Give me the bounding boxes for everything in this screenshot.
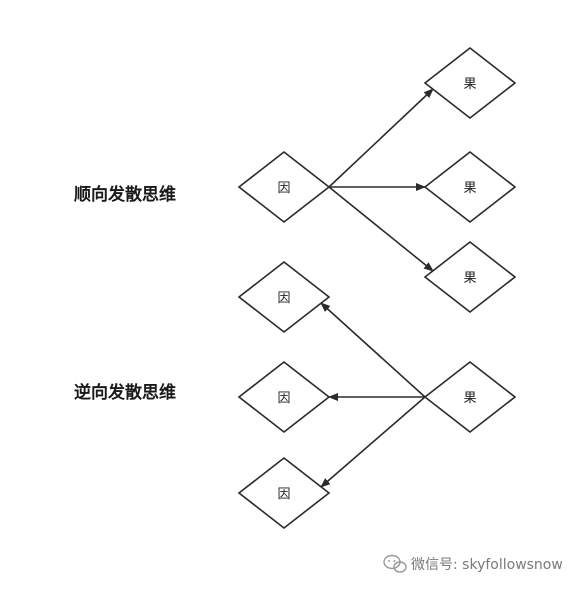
- section-label-forward: 顺向发散思维: [74, 184, 176, 205]
- node-r-effect: 果: [423, 360, 517, 434]
- node-label: 因: [277, 291, 290, 306]
- watermark: 微信号: skyfollowsnow: [383, 554, 563, 573]
- node-label: 因: [277, 391, 290, 406]
- diamond-shape: [423, 240, 517, 314]
- node-f-effect1: 果: [423, 46, 517, 120]
- node-f-effect2: 果: [423, 150, 517, 224]
- arrow-r_effect-to-r_cause1: [320, 302, 426, 398]
- diamond-shape: [423, 150, 517, 224]
- diamond-shape: [237, 360, 331, 434]
- node-f-cause: 因: [237, 150, 331, 224]
- diamond-shape: [423, 360, 517, 434]
- node-label: 果: [463, 77, 476, 92]
- node-label: 果: [463, 391, 476, 406]
- arrow-r_effect-to-r_cause3: [320, 396, 426, 488]
- node-label: 因: [277, 487, 290, 502]
- watermark-text: 微信号: skyfollowsnow: [411, 557, 563, 573]
- diamond-shape: [423, 46, 517, 120]
- section-label-reverse: 逆向发散思维: [74, 382, 176, 403]
- node-label: 因: [277, 181, 290, 196]
- wechat-icon: [383, 554, 407, 573]
- node-label: 果: [463, 181, 476, 196]
- node-r-cause3: 因: [237, 456, 331, 530]
- diamond-shape: [237, 150, 331, 224]
- node-r-cause1: 因: [237, 260, 331, 334]
- arrow-f_cause-to-f_effect1: [328, 88, 434, 188]
- edges-layer: [320, 88, 434, 488]
- node-label: 果: [463, 271, 476, 286]
- diamond-shape: [237, 260, 331, 334]
- node-r-cause2: 因: [237, 360, 331, 434]
- arrow-f_cause-to-f_effect3: [328, 186, 434, 272]
- node-f-effect3: 果: [423, 240, 517, 314]
- diamond-shape: [237, 456, 331, 530]
